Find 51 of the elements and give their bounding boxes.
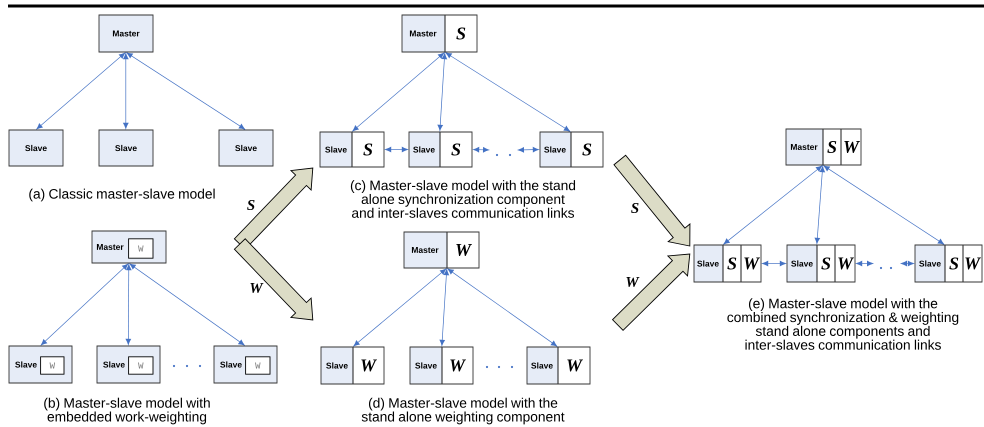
arrow <box>723 166 822 244</box>
arrow <box>814 166 825 244</box>
arrow <box>824 166 944 244</box>
edge-label: S <box>631 203 639 214</box>
node-box: Slave W <box>526 346 590 384</box>
block-arrow <box>234 238 314 321</box>
arrow <box>440 269 450 346</box>
arrow <box>438 53 448 131</box>
caption: (b) Master-slave model with embedded work-weighting <box>44 398 210 424</box>
arrow <box>130 264 245 346</box>
arrow <box>518 146 539 153</box>
edge-label: W <box>626 277 640 287</box>
node-box: Master S <box>402 14 478 52</box>
caption: (a) Classic master-slave model <box>29 188 215 202</box>
arrow <box>126 52 246 130</box>
arrow <box>123 53 128 129</box>
node-box: Slave S W <box>914 244 982 282</box>
caption: (d) Master-slave model with the stand alone weighting component <box>362 398 565 424</box>
node-box: Slave S <box>408 132 472 168</box>
node-box: Slave <box>218 130 274 166</box>
node-box: Slave S W <box>694 244 762 282</box>
node-box: Slave S <box>540 132 604 168</box>
arrow <box>762 260 786 266</box>
arrow <box>36 52 126 130</box>
node-box: Slave <box>8 130 64 166</box>
component-box: W <box>40 356 64 375</box>
arrow <box>900 260 914 266</box>
arrow <box>352 52 444 132</box>
edge-label: W <box>250 283 264 293</box>
component-box: W <box>128 238 154 259</box>
arrow <box>446 52 570 132</box>
caption: (e) Master-slave model with the combined synchronization & weighting stand alone components and inter-slaves communication links <box>727 298 958 350</box>
node-box: Slave S <box>320 132 384 168</box>
arrow <box>473 147 490 153</box>
arrow <box>385 146 408 152</box>
caption: (c) Master-slave model with the stand alone synchronization component and inter-slaves communication links <box>350 180 576 218</box>
arrow <box>40 264 128 346</box>
node-box: Slave W <box>410 346 474 384</box>
node-box: Slave <box>98 130 154 166</box>
node-box: Master <box>98 14 154 52</box>
arrow <box>353 268 446 346</box>
node-box: Slave S W <box>786 244 856 282</box>
node-box: Slave W <box>320 346 384 384</box>
arrow <box>448 268 558 346</box>
arrow <box>126 264 132 345</box>
edge-label: S <box>247 200 255 210</box>
node-box: Master W <box>404 232 480 268</box>
arrow <box>856 260 874 266</box>
component-box: W <box>245 356 270 375</box>
node-box: Master S W <box>786 128 862 166</box>
component-box: W <box>128 356 154 375</box>
